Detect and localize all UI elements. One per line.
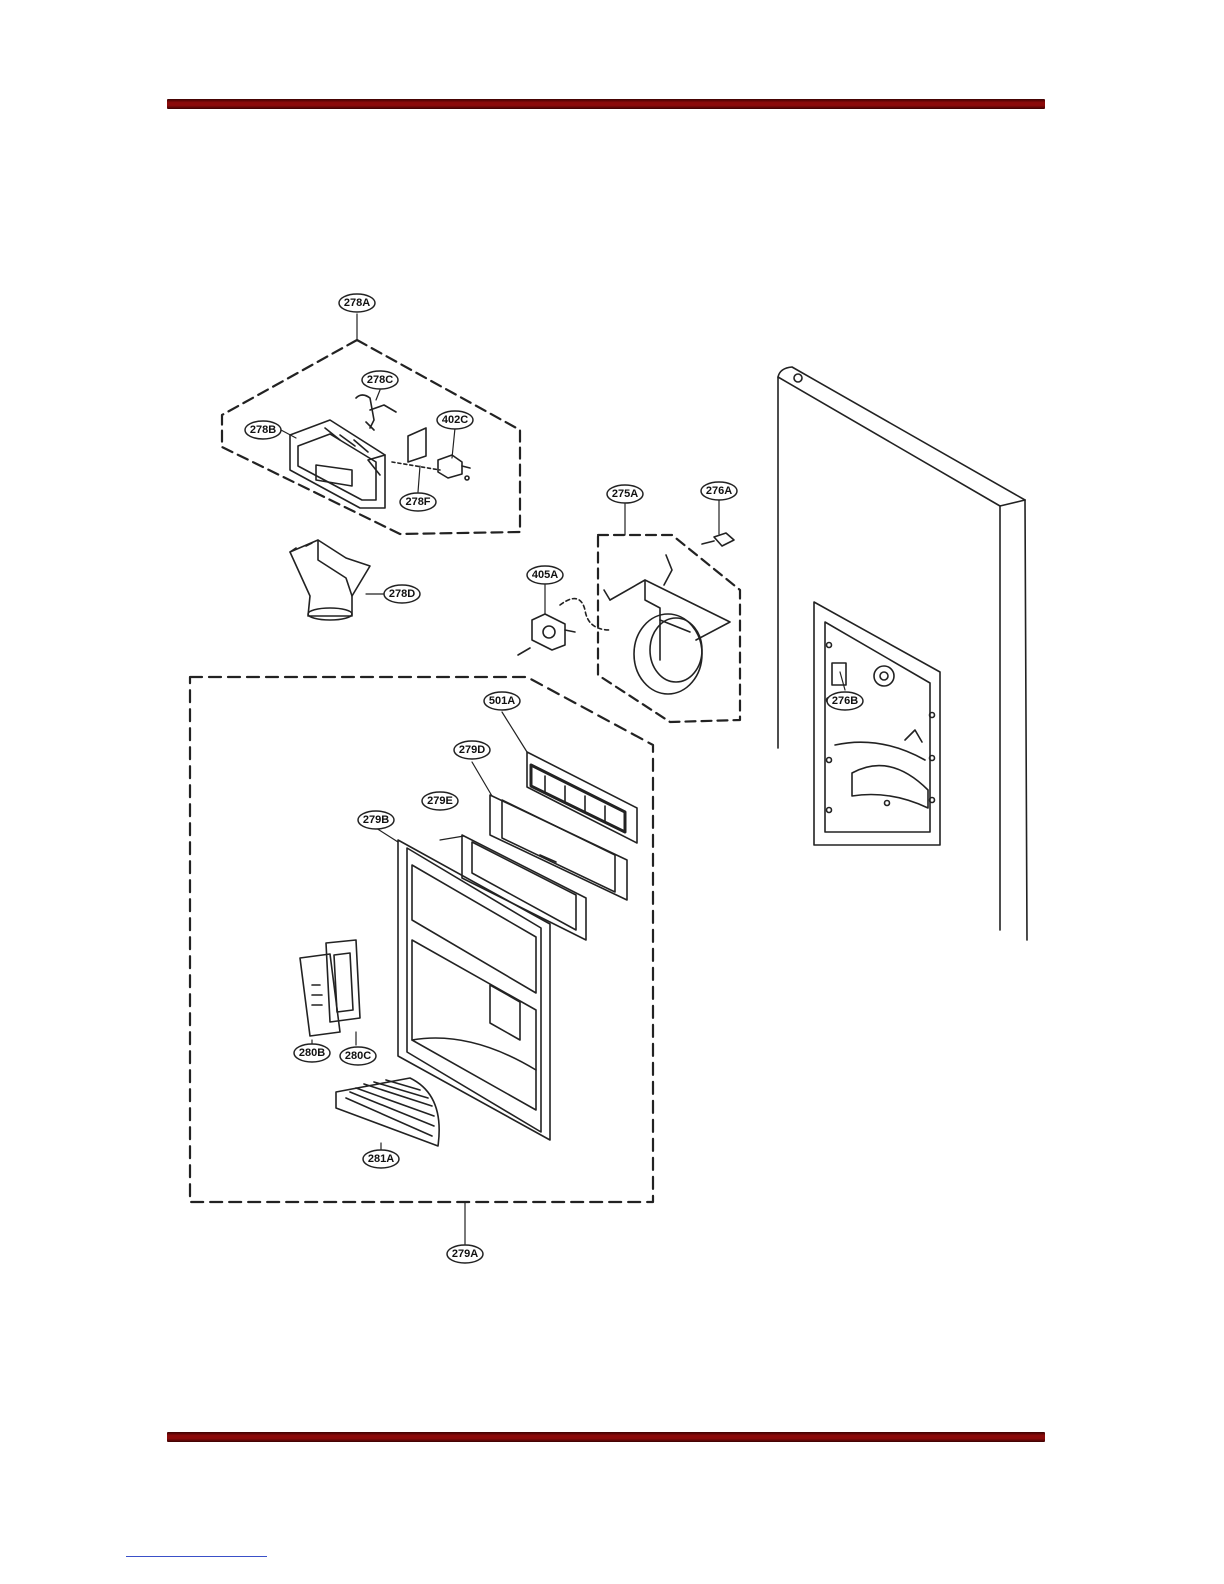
label-278A: 278A <box>344 297 370 309</box>
leader-lines <box>281 314 845 1244</box>
label-276A: 276A <box>706 485 732 497</box>
label-275A: 275A <box>612 488 638 500</box>
label-278F: 278F <box>405 496 430 508</box>
label-279B: 279B <box>363 814 389 826</box>
part-278F-plate <box>392 428 440 470</box>
part-402C-switch <box>438 455 470 480</box>
part-501A-pcb <box>527 752 637 843</box>
label-281A: 281A <box>368 1153 394 1165</box>
part-276A-screw <box>702 533 734 546</box>
label-278C: 278C <box>367 374 393 386</box>
label-279E: 279E <box>427 795 453 807</box>
label-276B: 276B <box>832 695 858 707</box>
label-278B: 278B <box>250 424 276 436</box>
part-278B-duct <box>290 420 385 508</box>
label-280C: 280C <box>345 1050 371 1062</box>
door-panel <box>778 367 1027 940</box>
label-402C: 402C <box>442 414 468 426</box>
label-279A: 279A <box>452 1248 478 1260</box>
part-405A-solenoid <box>518 599 610 655</box>
part-275A-motor <box>604 555 730 694</box>
label-279D: 279D <box>459 744 485 756</box>
part-278D-funnel <box>290 540 370 620</box>
part-281A-drip-tray <box>336 1078 439 1146</box>
label-405A: 405A <box>532 569 558 581</box>
part-280C-switch-housing <box>326 940 360 1022</box>
label-278D: 278D <box>389 588 415 600</box>
part-279B-cover <box>398 840 550 1140</box>
label-280B: 280B <box>299 1047 325 1059</box>
label-501A: 501A <box>489 695 515 707</box>
